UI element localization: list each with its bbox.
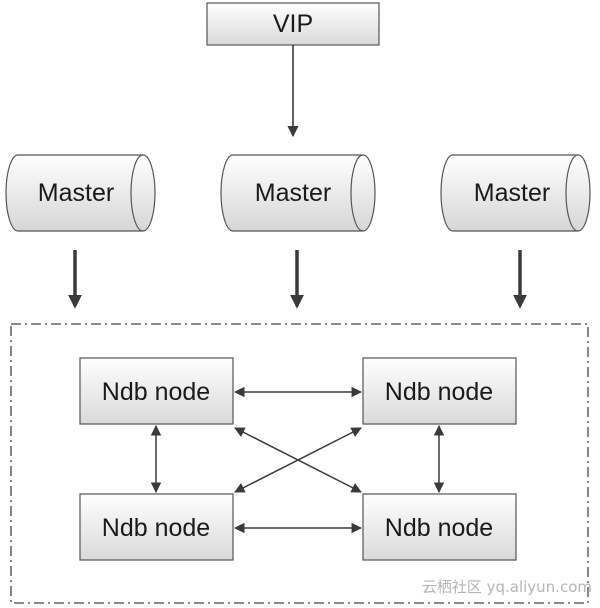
watermark-text: 云栖社区 yq.aliyun.com — [422, 578, 592, 596]
master-label: Master — [255, 179, 331, 207]
master-label: Master — [474, 179, 550, 207]
master-node-center: Master — [220, 154, 376, 232]
ndb-node-label: Ndb node — [102, 378, 210, 406]
ndb-node-bottom-left: Ndb node — [79, 493, 234, 561]
master-node-right: Master — [440, 154, 591, 232]
ndb-node-top-left: Ndb node — [79, 357, 234, 425]
ndb-link-diagonal-up — [234, 427, 362, 493]
master-node-left: Master — [5, 154, 156, 232]
ndb-node-top-right: Ndb node — [362, 357, 517, 425]
ndb-node-label: Ndb node — [102, 514, 210, 542]
ndb-node-label: Ndb node — [385, 514, 493, 542]
vip-node: VIP — [206, 2, 380, 46]
ndb-cluster-boundary — [10, 323, 589, 604]
master-label: Master — [38, 179, 114, 207]
ndb-node-bottom-right: Ndb node — [362, 493, 517, 561]
ndb-node-label: Ndb node — [385, 378, 493, 406]
vip-label: VIP — [273, 10, 313, 38]
